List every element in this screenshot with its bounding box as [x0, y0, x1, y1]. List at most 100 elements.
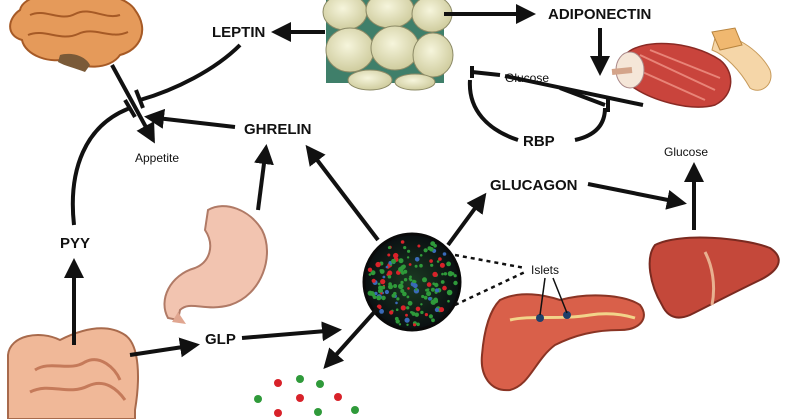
islet-cell — [406, 295, 410, 299]
islet-cell — [419, 263, 423, 268]
islet-cell — [407, 249, 411, 253]
islet-cell — [423, 248, 428, 253]
islet-cell — [413, 280, 417, 283]
islet-cell — [439, 307, 445, 313]
islet-cell — [438, 257, 442, 261]
islet-callout — [454, 253, 526, 307]
islet-cell — [376, 295, 382, 301]
islet-cell — [426, 282, 432, 287]
islet-cell — [367, 267, 373, 272]
islet-cell — [384, 289, 389, 295]
islet-cell — [385, 265, 389, 269]
islet-cell — [387, 246, 391, 250]
islet-cell — [391, 258, 396, 264]
islet-cell — [442, 285, 447, 291]
islet-cell — [400, 305, 406, 311]
label-pyy: PYY — [60, 235, 90, 252]
islet-cell — [393, 252, 399, 259]
islet-cell — [447, 299, 450, 303]
islet-cell — [412, 283, 418, 289]
arrow-ghrelin-to-appetite — [144, 108, 236, 129]
islet-cell — [429, 259, 433, 263]
islet-cell — [422, 277, 427, 283]
islet-cell — [414, 257, 420, 262]
islet-icon — [362, 232, 462, 332]
arrow-leptin-inhibits — [139, 43, 242, 102]
islet-cell — [426, 291, 432, 297]
islet-cell — [411, 311, 414, 314]
islet-cell — [406, 306, 410, 310]
islet-cell — [400, 280, 404, 284]
label-glucose-right: Glucose — [664, 145, 708, 159]
arrows — [64, 4, 704, 369]
arrow-glp-to-islet — [241, 321, 342, 342]
islet-cell — [377, 282, 381, 286]
stomach-icon — [163, 205, 268, 324]
islet-cell — [434, 282, 439, 288]
islet-cell — [432, 282, 436, 286]
islet-cell — [380, 292, 383, 295]
islet-cell — [447, 271, 454, 277]
islet-cell — [428, 296, 432, 301]
label-rbp: RBP — [523, 133, 555, 150]
islet-cell — [406, 323, 409, 326]
islet-cell — [408, 263, 412, 266]
islet-cell — [439, 262, 445, 268]
islet-cell — [381, 295, 386, 301]
label-leptin: LEPTIN — [212, 24, 265, 41]
islet-cell — [434, 307, 439, 312]
islet-cell — [436, 260, 440, 263]
islet-cell — [378, 285, 383, 291]
islet-cell — [395, 308, 399, 312]
islet-cell — [432, 271, 438, 277]
islet-cell — [421, 294, 425, 299]
islet-cell — [395, 301, 398, 305]
arrow-islet-to-release — [323, 306, 380, 369]
islet-cell — [435, 288, 439, 293]
arrow-brain-to-appetite — [110, 64, 155, 144]
islet-cell — [371, 278, 376, 283]
islet-cell — [407, 300, 413, 306]
islet-cell — [442, 252, 447, 256]
islet-cell — [453, 274, 457, 278]
islet-cell — [402, 291, 407, 297]
label-islets: Islets — [531, 263, 559, 277]
islet-cell — [430, 263, 434, 267]
islet-cell — [416, 322, 420, 327]
label-appetite: Appetite — [135, 151, 179, 165]
islet-cell — [368, 273, 372, 276]
islet-cell — [398, 258, 404, 264]
islet-cell — [387, 274, 392, 279]
islet-cell — [443, 272, 448, 276]
islet-cell — [382, 275, 386, 279]
islet-cell — [414, 264, 418, 268]
islet-cell — [428, 314, 433, 319]
islet-cell — [394, 316, 399, 321]
brain-icon — [9, 0, 144, 72]
released-hormone-dots — [254, 375, 359, 417]
arrow-glucagon-to-liver — [587, 182, 687, 210]
islet-cell — [430, 287, 435, 292]
islet-cell — [379, 309, 384, 314]
islet-cell — [406, 256, 410, 259]
islet-cell — [393, 284, 398, 288]
islet-cell — [453, 280, 458, 286]
label-glucagon: GLUCAGON — [490, 177, 578, 194]
islet-cell — [403, 278, 408, 282]
islet-cell — [420, 310, 424, 315]
fat-cells-icon — [322, 0, 454, 91]
islet-cell — [446, 289, 453, 296]
islet-cell — [426, 288, 430, 291]
intestines-icon — [7, 327, 139, 419]
islet-cell — [414, 312, 419, 317]
islet-cell — [433, 244, 437, 248]
label-glucose-upper: Glucose — [505, 71, 549, 85]
arrow-glucose-line — [504, 74, 644, 107]
muscle-icon — [611, 27, 772, 108]
islet-cell — [417, 244, 421, 248]
islet-cell — [424, 313, 428, 317]
islet-cell — [440, 280, 445, 284]
islet-cell — [374, 291, 378, 296]
islet-cell — [398, 266, 404, 273]
